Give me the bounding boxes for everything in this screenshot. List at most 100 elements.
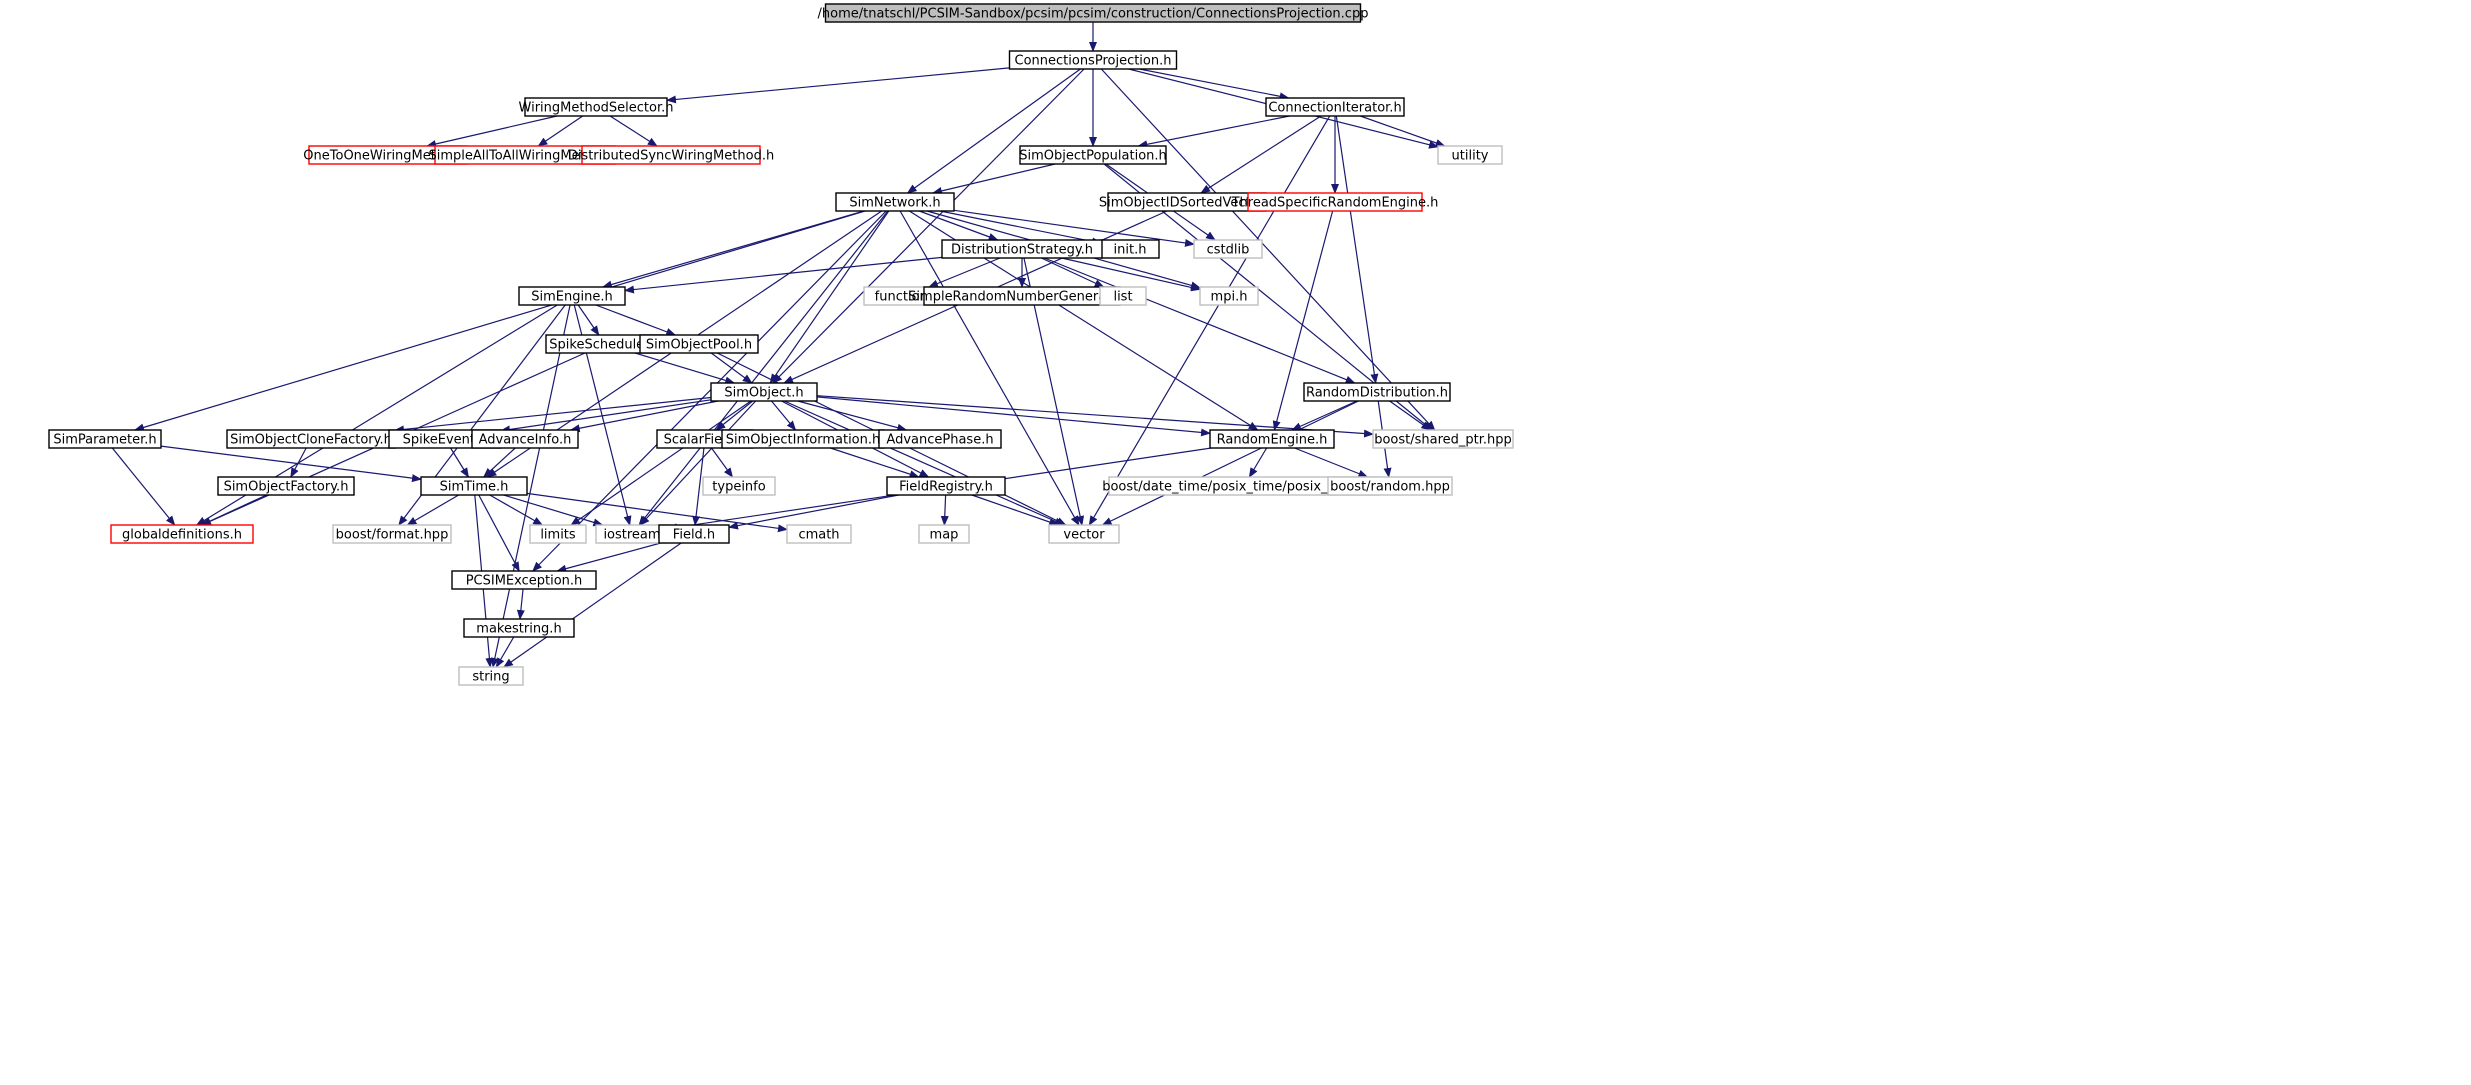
node-vector[interactable]: vector bbox=[1048, 524, 1120, 544]
node-st[interactable]: SimTime.h bbox=[420, 476, 528, 496]
node-box-cstdlib bbox=[1193, 239, 1263, 259]
node-cmath[interactable]: cmath bbox=[786, 524, 852, 544]
edge-st-to-bfmt bbox=[406, 494, 459, 526]
node-sop[interactable]: SimObjectPopulation.h bbox=[1019, 145, 1167, 165]
node-typeinfo[interactable]: typeinfo bbox=[702, 476, 776, 496]
node-ap[interactable]: AdvancePhase.h bbox=[878, 429, 1002, 449]
node-label-wms: WiringMethodSelector.h bbox=[519, 101, 674, 116]
node-label-sopool: SimObjectPool.h bbox=[646, 338, 752, 353]
edge-st-to-cmath bbox=[526, 492, 788, 533]
node-tsre[interactable]: ThreadSpecificRandomEngine.h bbox=[1231, 192, 1439, 212]
node-sa2a[interactable]: SimpleAllToAllWiringMethod.h bbox=[428, 145, 622, 165]
node-bfmt[interactable]: boost/format.hpp bbox=[332, 524, 452, 544]
node-ss[interactable]: SpikeScheduler.h bbox=[545, 334, 665, 354]
node-bpt[interactable]: boost/date_time/posix_time/posix_time.hp… bbox=[1102, 476, 1386, 496]
node-brand[interactable]: boost/random.hpp bbox=[1327, 476, 1453, 496]
node-ds[interactable]: DistributionStrategy.h bbox=[941, 239, 1103, 259]
node-rd[interactable]: RandomDistribution.h bbox=[1303, 382, 1451, 402]
edge-field-to-pe bbox=[556, 542, 661, 573]
node-gd[interactable]: globaldefinitions.h bbox=[110, 524, 254, 544]
edge-cp-to-sn bbox=[906, 68, 1081, 194]
node-box-mpi bbox=[1199, 286, 1259, 306]
edge-sn-to-pe bbox=[532, 210, 887, 572]
node-limits[interactable]: limits bbox=[529, 524, 587, 544]
node-socf[interactable]: SimObjectCloneFactory.h bbox=[226, 429, 396, 449]
node-label-util: utility bbox=[1452, 149, 1489, 164]
node-soi[interactable]: SimObjectInformation.h bbox=[721, 429, 885, 449]
node-label-pe: PCSIMException.h bbox=[466, 574, 583, 589]
edge-ai-to-st bbox=[483, 447, 516, 478]
node-sn[interactable]: SimNetwork.h bbox=[835, 192, 955, 212]
node-label-sop: SimObjectPopulation.h bbox=[1019, 149, 1167, 164]
node-label-srng: SimpleRandomNumberGenerator.h bbox=[908, 290, 1136, 305]
node-label-sa2a: SimpleAllToAllWiringMethod.h bbox=[428, 149, 621, 164]
node-sp[interactable]: SimParameter.h bbox=[48, 429, 162, 449]
edge-fr-to-field bbox=[728, 494, 899, 530]
node-box-vector bbox=[1048, 524, 1120, 544]
node-util[interactable]: utility bbox=[1437, 145, 1503, 165]
edge-sn-to-cstdlib bbox=[953, 209, 1195, 247]
edge-rd-to-re bbox=[1291, 400, 1358, 431]
node-pe[interactable]: PCSIMException.h bbox=[451, 570, 597, 590]
edge-se-to-sopool bbox=[595, 304, 677, 336]
node-box-ci bbox=[1265, 97, 1405, 117]
node-label-func: functional bbox=[875, 290, 940, 305]
node-wms[interactable]: WiringMethodSelector.h bbox=[519, 97, 674, 117]
node-bsp[interactable]: boost/shared_ptr.hpp bbox=[1372, 429, 1514, 449]
edge-rd-to-vector bbox=[1101, 400, 1359, 526]
node-cstdlib[interactable]: cstdlib bbox=[1193, 239, 1263, 259]
node-srng[interactable]: SimpleRandomNumberGenerator.h bbox=[908, 286, 1136, 306]
node-ci[interactable]: ConnectionIterator.h bbox=[1265, 97, 1405, 117]
edge-pe-to-ms bbox=[516, 588, 525, 620]
edge-ds-to-rd bbox=[1044, 257, 1356, 384]
node-label-rd: RandomDistribution.h bbox=[1306, 386, 1448, 401]
edge-sn-to-sp bbox=[134, 210, 866, 432]
edge-sn-to-init bbox=[939, 210, 1102, 246]
node-re[interactable]: RandomEngine.h bbox=[1209, 429, 1335, 449]
edge-wms-to-o2o bbox=[426, 115, 558, 148]
edge-re-to-brand bbox=[1294, 447, 1369, 478]
node-iostream[interactable]: iostream bbox=[595, 524, 669, 544]
node-label-cp: ConnectionsProjection.h bbox=[1015, 54, 1172, 69]
node-o2o[interactable]: OneToOneWiringMethod.h bbox=[303, 145, 473, 165]
node-label-gd: globaldefinitions.h bbox=[122, 528, 242, 543]
node-dsw[interactable]: DistributedSyncWiringMethod.h bbox=[568, 145, 774, 165]
node-init[interactable]: init.h bbox=[1100, 239, 1160, 259]
node-label-typeinfo: typeinfo bbox=[712, 480, 765, 495]
node-box-ap bbox=[878, 429, 1002, 449]
node-string[interactable]: string bbox=[458, 666, 524, 686]
node-field[interactable]: Field.h bbox=[658, 524, 730, 544]
node-label-mpi: mpi.h bbox=[1211, 290, 1248, 305]
node-label-socf: SimObjectCloneFactory.h bbox=[230, 433, 392, 448]
node-ai[interactable]: AdvanceInfo.h bbox=[471, 429, 579, 449]
node-mpi[interactable]: mpi.h bbox=[1199, 286, 1259, 306]
node-box-tsre bbox=[1247, 192, 1423, 212]
node-root[interactable]: /home/tnatschl/PCSIM-Sandbox/pcsim/pcsim… bbox=[818, 3, 1369, 23]
edge-cp-to-ci bbox=[1139, 68, 1290, 101]
node-box-ai bbox=[471, 429, 579, 449]
node-cp[interactable]: ConnectionsProjection.h bbox=[1008, 50, 1178, 70]
node-label-tsre: ThreadSpecificRandomEngine.h bbox=[1231, 196, 1439, 211]
edge-sf-to-field bbox=[692, 447, 705, 526]
node-fr[interactable]: FieldRegistry.h bbox=[886, 476, 1006, 496]
node-sof[interactable]: SimObjectFactory.h bbox=[217, 476, 355, 496]
node-map[interactable]: map bbox=[918, 524, 970, 544]
node-list[interactable]: list bbox=[1099, 286, 1147, 306]
node-label-limits: limits bbox=[540, 528, 576, 543]
edge-sp-to-st bbox=[160, 445, 422, 483]
edge-ss-to-so bbox=[634, 352, 736, 385]
node-box-bsp bbox=[1372, 429, 1514, 449]
node-label-o2o: OneToOneWiringMethod.h bbox=[303, 149, 472, 164]
node-box-re bbox=[1209, 429, 1335, 449]
node-label-ss: SpikeScheduler.h bbox=[549, 338, 660, 353]
node-so[interactable]: SimObject.h bbox=[710, 382, 818, 402]
node-soidsv[interactable]: SimObjectIDSortedVector.h bbox=[1099, 192, 1275, 212]
node-ms[interactable]: makestring.h bbox=[463, 618, 575, 638]
node-box-string bbox=[458, 666, 524, 686]
node-se[interactable]: SimEngine.h bbox=[518, 286, 626, 306]
edge-spe-to-st bbox=[450, 447, 469, 478]
node-label-ap: AdvancePhase.h bbox=[886, 433, 993, 448]
node-sopool[interactable]: SimObjectPool.h bbox=[639, 334, 759, 354]
edge-cp-to-so bbox=[772, 68, 1085, 384]
